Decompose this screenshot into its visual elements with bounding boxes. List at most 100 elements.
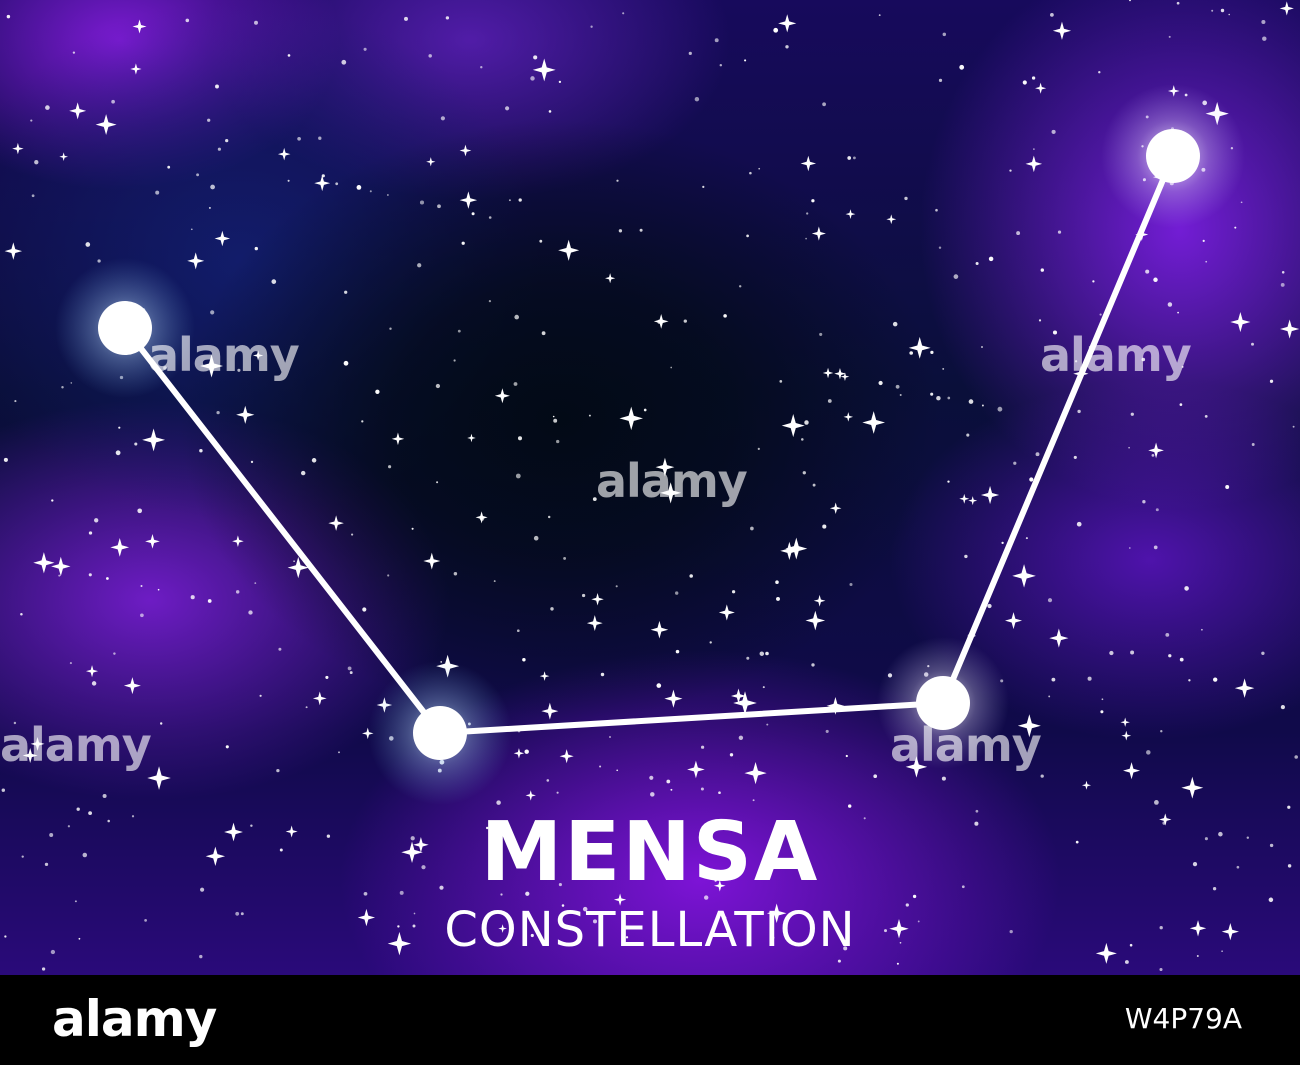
star-dot (4, 935, 7, 938)
star-dot (1179, 657, 1184, 662)
star-dot (516, 629, 520, 633)
star-glyph-icon (1148, 442, 1164, 459)
star-dot (700, 745, 705, 749)
star-dot (975, 261, 979, 266)
star-glyph-icon (1025, 155, 1043, 173)
constellation-subtitle: CONSTELLATION (444, 902, 856, 958)
watermark: alamy (596, 454, 748, 508)
star-dot (775, 580, 779, 584)
star-dot (966, 433, 970, 437)
star-glyph-icon (1159, 813, 1172, 826)
star-dot (1188, 679, 1191, 682)
star-dot (207, 118, 211, 122)
star-dot (1048, 695, 1051, 698)
star-dot (804, 420, 809, 425)
star-glyph-icon (51, 556, 71, 577)
star-glyph-icon (1095, 942, 1117, 964)
star-glyph-icon (559, 749, 574, 764)
star-dot (905, 903, 909, 907)
star-dot (326, 834, 331, 838)
star-dot (111, 99, 115, 104)
star-dot (389, 327, 392, 330)
star-dot (878, 380, 883, 386)
star-dot (884, 929, 887, 933)
star-dot (1033, 148, 1035, 150)
constellation-stars (98, 129, 1200, 760)
star-dot (1196, 955, 1199, 957)
star-glyph-icon (132, 19, 147, 34)
star-dot (683, 319, 687, 323)
star-dot (300, 470, 306, 476)
star-dot (240, 912, 244, 916)
star-dot (947, 396, 951, 400)
star-glyph-icon (22, 747, 38, 764)
star-dot (217, 147, 221, 151)
star-dot (1050, 13, 1054, 17)
star-dot (1098, 71, 1101, 74)
star-dot (518, 198, 522, 202)
star-dot (917, 920, 920, 923)
star-dot (975, 809, 979, 813)
star-glyph-icon (813, 594, 826, 607)
star-dot (1009, 169, 1012, 172)
star-dot (649, 775, 654, 780)
star-glyph-icon (147, 766, 171, 790)
star-glyph-icon (766, 903, 787, 923)
star-dot (1077, 409, 1081, 414)
star-dot (563, 556, 567, 560)
star-glyph-icon (525, 790, 536, 801)
star-dot (160, 722, 163, 725)
star-dot (930, 350, 934, 355)
star-dot (1184, 586, 1189, 591)
star-dot (102, 794, 107, 798)
star-glyph-icon (591, 592, 604, 606)
star-glyph-icon (459, 191, 478, 209)
star-dot (1051, 129, 1056, 134)
star-dot (573, 865, 577, 870)
star-glyph-icon (142, 428, 166, 452)
background-sparkle-stars (4, 1, 1300, 964)
star-glyph-icon (69, 102, 87, 120)
star-dot (1075, 840, 1079, 844)
star-dot (749, 171, 752, 175)
star-dot (935, 208, 938, 212)
star-dot (863, 817, 866, 820)
star-dot (1213, 677, 1218, 682)
star-dot (811, 199, 815, 203)
star-dot (207, 599, 212, 603)
star-glyph-icon (95, 114, 117, 136)
star-dot (1205, 260, 1208, 263)
star-dot (590, 25, 593, 28)
star-dot (508, 199, 511, 202)
star-dot (974, 821, 979, 826)
star-dot (157, 588, 160, 591)
star-dot (1099, 313, 1102, 316)
star-dot (343, 360, 349, 366)
star-dot (107, 819, 110, 823)
star-dot (208, 206, 211, 209)
star-dot (670, 788, 673, 791)
star-dot (91, 681, 97, 686)
star-dot (67, 825, 71, 828)
star-dot (746, 656, 750, 660)
star-glyph-icon (781, 414, 805, 438)
star-dot (722, 915, 727, 921)
star-dot (349, 671, 353, 675)
star-dot (618, 229, 623, 233)
star-dot (1287, 805, 1291, 809)
star-dot (167, 165, 171, 169)
star-glyph-icon (401, 841, 423, 863)
star-glyph-icon (232, 535, 244, 547)
watermark: alamy (1040, 328, 1192, 382)
star-dot (493, 580, 496, 583)
star-dot (740, 865, 744, 869)
star-dot (899, 941, 902, 944)
star-dot (1261, 651, 1265, 655)
star-dot (505, 106, 510, 111)
star-dot (85, 242, 91, 247)
star-glyph-icon (829, 502, 842, 515)
star-glyph-icon (123, 677, 141, 695)
star-glyph-icon (862, 411, 886, 434)
star-glyph-icon (1181, 776, 1204, 799)
star-dot (453, 571, 458, 576)
